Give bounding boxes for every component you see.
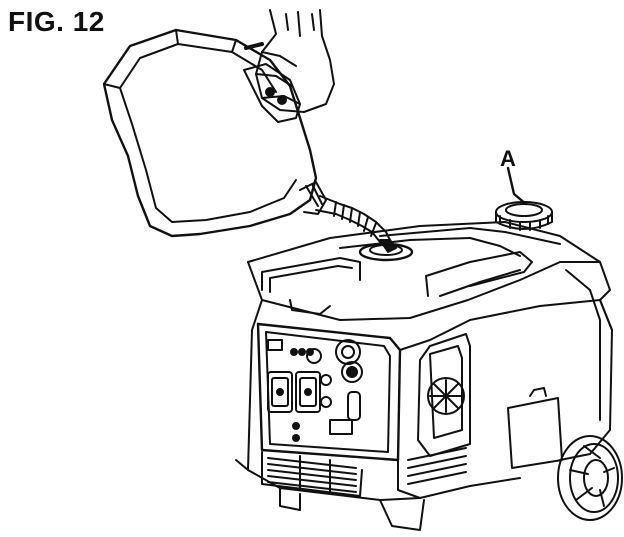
callout-leader-line bbox=[506, 166, 528, 206]
fuel-cap-icon bbox=[495, 201, 553, 231]
callout-label-a: A bbox=[500, 146, 516, 171]
generator-icon bbox=[235, 221, 613, 531]
wheel-icon bbox=[557, 435, 623, 521]
hand-icon bbox=[255, 9, 335, 113]
figure-title: FIG. 12 bbox=[8, 6, 105, 37]
